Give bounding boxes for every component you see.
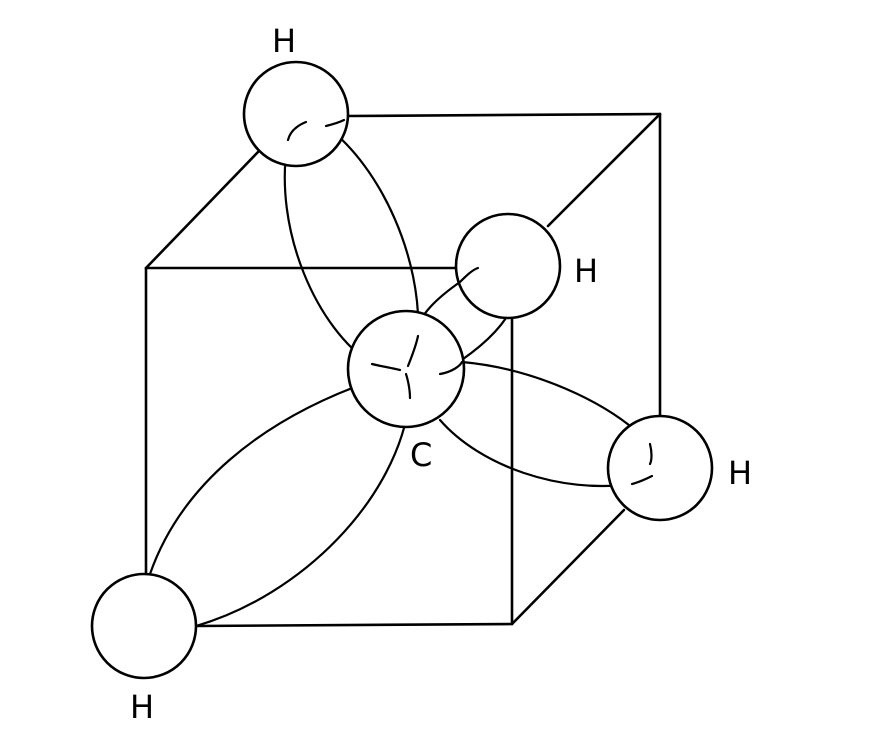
bond-center-tail-4	[404, 372, 412, 400]
label-h-top: H	[272, 22, 296, 60]
atoms	[90, 60, 714, 680]
cube-edge-bottom-right-depth	[510, 508, 626, 626]
atom-labels: H H C H H	[130, 22, 752, 726]
atom-h-right-upper	[454, 212, 562, 320]
bond-center-tail-2	[406, 334, 420, 368]
atom-h-top	[242, 60, 350, 168]
cube-edge-front-bottom	[194, 622, 514, 628]
label-h-right-lower: H	[728, 454, 752, 492]
bond-top-inner	[324, 124, 420, 338]
label-c-center: C	[410, 436, 432, 474]
bond-center-tail-3	[438, 360, 464, 376]
bond-right-lower-tail	[630, 442, 654, 486]
atom-h-right-lower	[606, 414, 714, 522]
cube-edge-top-right-depth	[546, 112, 662, 228]
bond-bottom-left-outer	[148, 378, 376, 576]
bond-right-lower-lower	[438, 418, 634, 488]
label-h-bottom-left: H	[130, 688, 154, 726]
label-h-right-upper: H	[574, 252, 598, 290]
bond-top-tail	[286, 118, 346, 142]
cube-edges	[144, 112, 662, 628]
cube-edge-top-left-depth	[144, 150, 260, 270]
atom-c-center	[346, 309, 466, 429]
bond-right-upper-tail	[458, 266, 480, 284]
cube-edge-back-top	[344, 112, 662, 118]
bond-bottom-left-inner	[194, 396, 412, 628]
atom-h-bottom-left	[90, 572, 198, 680]
bond-center-tail-1	[370, 362, 402, 372]
bond-top-outer	[283, 138, 374, 366]
